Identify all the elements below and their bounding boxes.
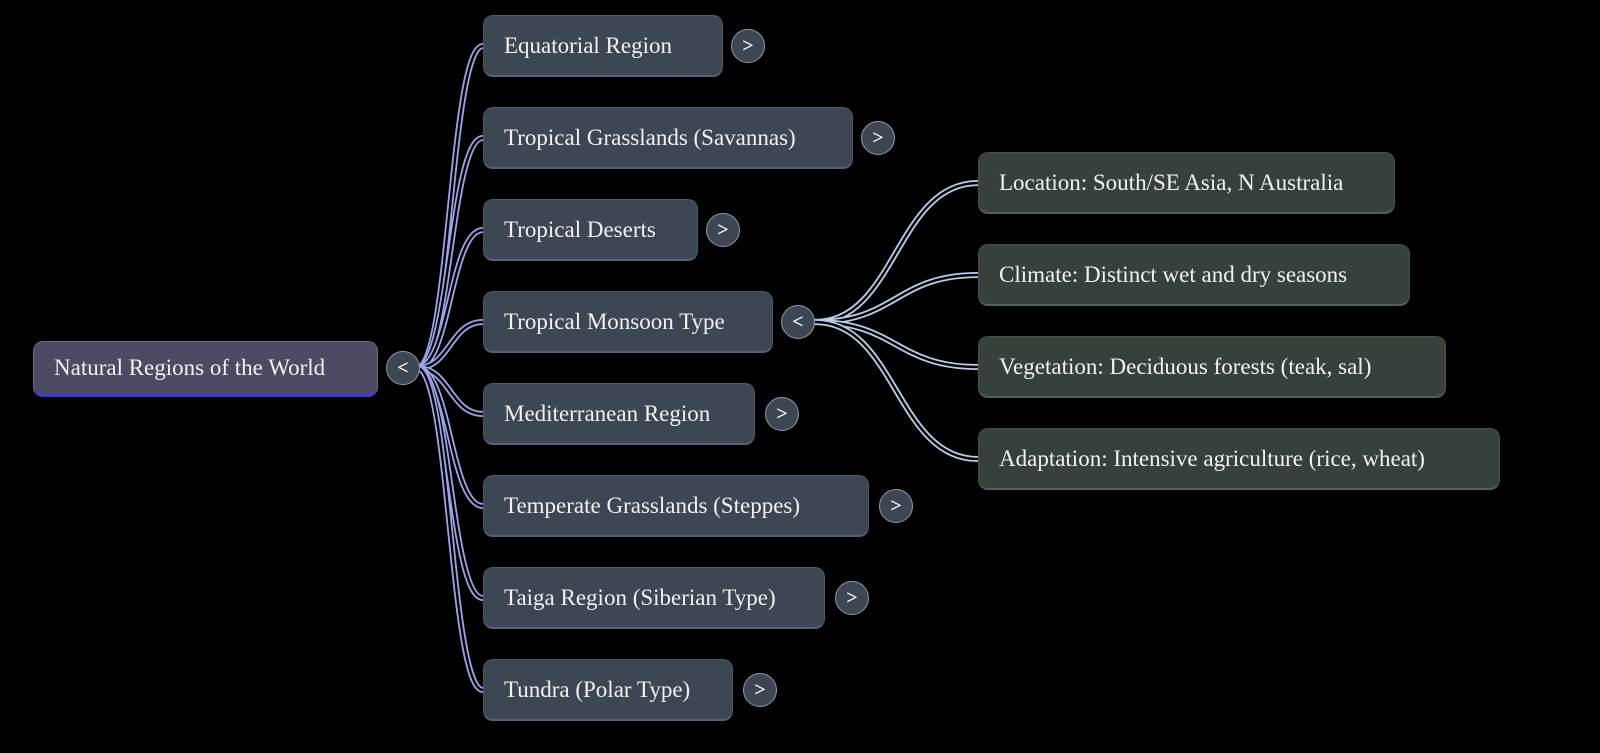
node-label: Climate: Distinct wet and dry seasons [999, 261, 1348, 287]
node-label: Tundra (Polar Type) [504, 676, 691, 702]
node-label: Tropical Grasslands (Savannas) [504, 124, 796, 150]
node-label: Vegetation: Deciduous forests (teak, sal… [999, 353, 1372, 379]
expand-toggle-mediterranean-region[interactable]: > [765, 397, 799, 431]
leaf-monsoon-climate[interactable]: Climate: Distinct wet and dry seasons [978, 244, 1410, 306]
collapse-toggle-tropical-monsoon[interactable]: < [781, 305, 815, 339]
node-label: Equatorial Region [504, 32, 672, 58]
expand-toggle-tropical-grasslands[interactable]: > [861, 121, 895, 155]
expand-toggle-tropical-deserts[interactable]: > [706, 213, 740, 247]
node-label: Mediterranean Region [504, 400, 711, 426]
node-tropical-grasslands[interactable]: Tropical Grasslands (Savannas) [483, 107, 853, 169]
node-natural-regions-root[interactable]: Natural Regions of the World [33, 341, 378, 397]
expand-toggle-taiga-region[interactable]: > [835, 581, 869, 615]
leaf-monsoon-location[interactable]: Location: South/SE Asia, N Australia [978, 152, 1395, 214]
node-taiga-region[interactable]: Taiga Region (Siberian Type) [483, 567, 825, 629]
collapse-toggle-root[interactable]: < [386, 351, 420, 385]
level1-links [414, 43, 486, 693]
node-tundra[interactable]: Tundra (Polar Type) [483, 659, 733, 721]
leaf-monsoon-adaptation[interactable]: Adaptation: Intensive agriculture (rice,… [978, 428, 1500, 490]
node-mediterranean-region[interactable]: Mediterranean Region [483, 383, 755, 445]
node-label: Natural Regions of the World [54, 355, 326, 380]
expand-toggle-equatorial-region[interactable]: > [731, 29, 765, 63]
node-label: Adaptation: Intensive agriculture (rice,… [999, 445, 1425, 471]
node-label: Tropical Deserts [504, 216, 656, 242]
leaf-monsoon-vegetation[interactable]: Vegetation: Deciduous forests (teak, sal… [978, 336, 1446, 398]
node-tropical-deserts[interactable]: Tropical Deserts [483, 199, 698, 261]
node-temperate-grasslands[interactable]: Temperate Grasslands (Steppes) [483, 475, 869, 537]
expand-toggle-tundra[interactable]: > [743, 673, 777, 707]
expand-toggle-temperate-grasslands[interactable]: > [879, 489, 913, 523]
level2-links [812, 180, 981, 462]
node-tropical-monsoon[interactable]: Tropical Monsoon Type [483, 291, 773, 353]
node-label: Tropical Monsoon Type [504, 308, 725, 334]
node-label: Temperate Grasslands (Steppes) [504, 492, 801, 518]
node-label: Location: South/SE Asia, N Australia [999, 169, 1344, 195]
node-equatorial-region[interactable]: Equatorial Region [483, 15, 723, 77]
node-label: Taiga Region (Siberian Type) [504, 584, 776, 610]
